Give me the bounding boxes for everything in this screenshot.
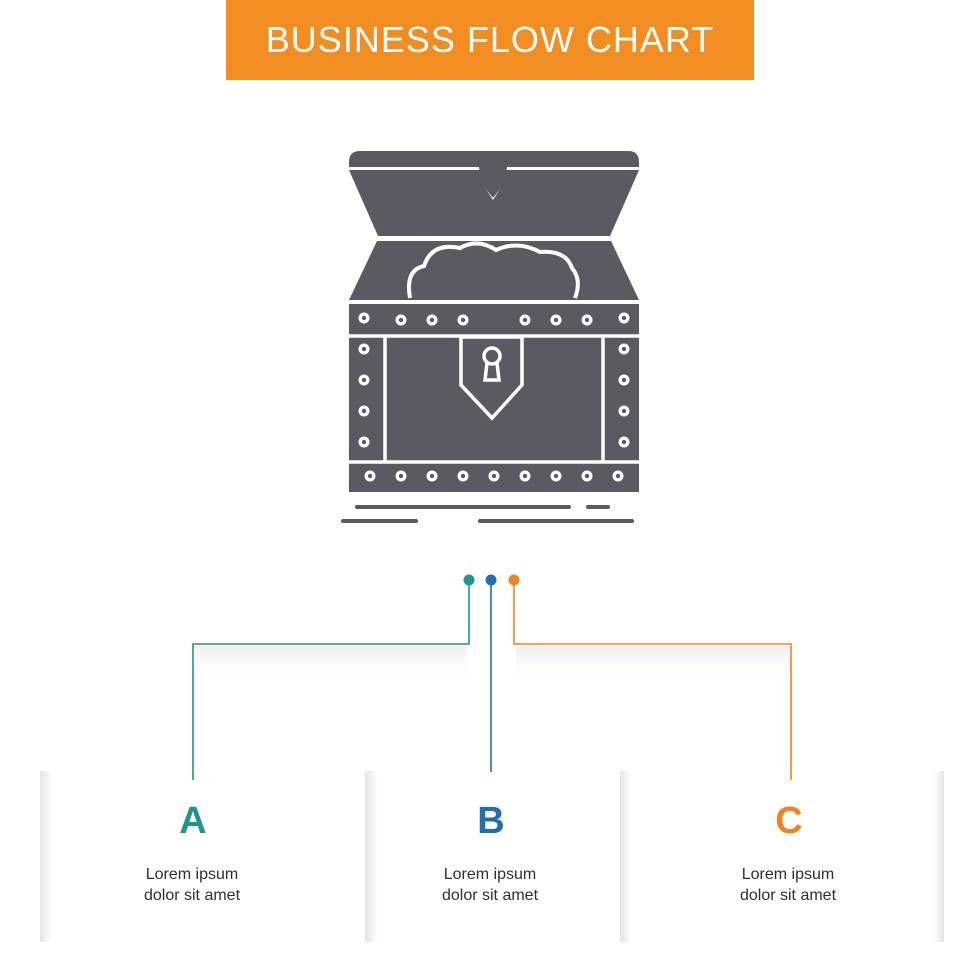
option-caption-b: Lorem ipsum dolor sit amet: [400, 864, 580, 906]
connector-c: [513, 582, 792, 780]
option-caption-a: Lorem ipsum dolor sit amet: [102, 864, 282, 906]
option-letter-a: A: [179, 800, 207, 842]
title-banner: BUSINESS FLOW CHART: [226, 0, 754, 80]
connector-dot-a: [463, 574, 475, 586]
option-caption-line: dolor sit amet: [143, 887, 241, 904]
option-caption-line: dolor sit amet: [441, 887, 539, 904]
option-caption-c: Lorem ipsum dolor sit amet: [698, 864, 878, 906]
option-panel-b: [365, 771, 620, 942]
connector-shadow-a: [195, 646, 467, 686]
connector-dot-b: [485, 574, 497, 586]
panel-divider: [934, 771, 944, 942]
treasure-chest-icon: [341, 151, 639, 523]
option-letter-b: B: [477, 800, 505, 842]
option-panel-a: [40, 771, 365, 942]
option-caption-line: dolor sit amet: [739, 887, 837, 904]
option-caption-line: Lorem ipsum: [145, 866, 239, 883]
chart-title: BUSINESS FLOW CHART: [265, 19, 715, 60]
connector-dot-c: [508, 574, 520, 586]
option-panel-c: [620, 771, 935, 942]
option-caption-line: Lorem ipsum: [741, 866, 835, 883]
connector-shadow-c: [516, 646, 789, 686]
option-letter-c: C: [775, 800, 803, 842]
connectors: [192, 582, 792, 780]
connector-a: [192, 582, 470, 780]
option-caption-line: Lorem ipsum: [443, 866, 537, 883]
